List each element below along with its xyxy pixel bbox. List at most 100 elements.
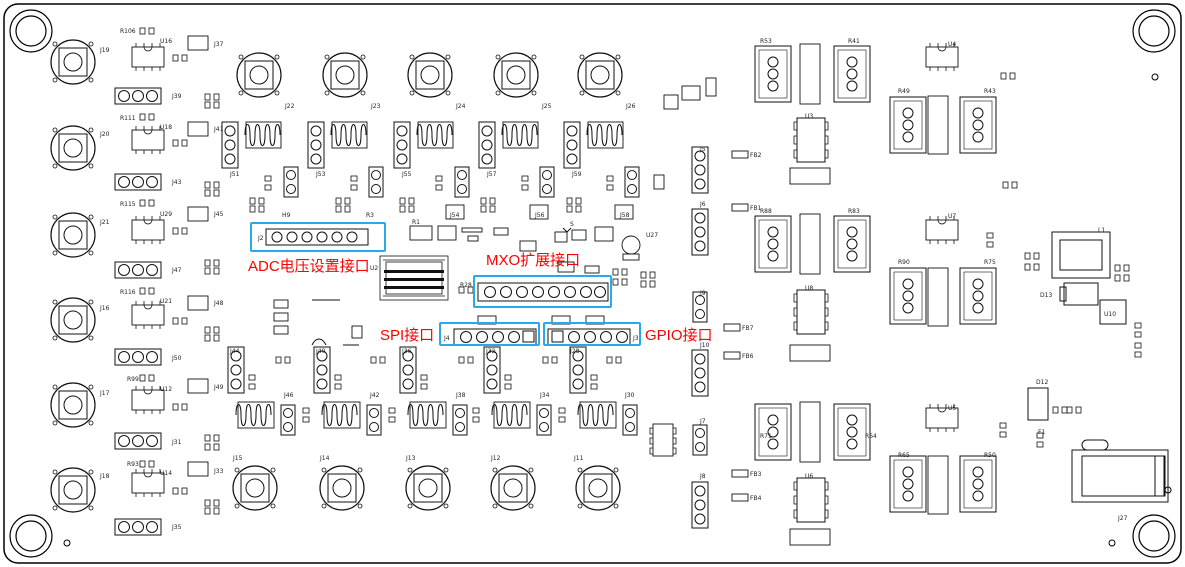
svg-text:J7: J7 bbox=[699, 418, 706, 425]
svg-text:J50: J50 bbox=[171, 355, 182, 362]
svg-text:J20: J20 bbox=[99, 131, 110, 138]
svg-text:J58: J58 bbox=[619, 212, 630, 219]
svg-text:R116: R116 bbox=[120, 289, 136, 296]
svg-text:R88: R88 bbox=[760, 208, 772, 215]
svg-text:U27: U27 bbox=[646, 232, 658, 239]
svg-text:U21: U21 bbox=[160, 298, 172, 305]
svg-text:J45: J45 bbox=[213, 211, 224, 218]
svg-text:J28: J28 bbox=[569, 348, 580, 355]
svg-text:U12: U12 bbox=[160, 386, 172, 393]
svg-text:J13: J13 bbox=[405, 455, 416, 462]
svg-text:J49: J49 bbox=[213, 384, 224, 391]
svg-text:R90: R90 bbox=[898, 259, 910, 266]
svg-text:J30: J30 bbox=[624, 392, 635, 399]
svg-text:U6: U6 bbox=[805, 473, 813, 480]
svg-text:J12: J12 bbox=[490, 455, 501, 462]
svg-text:J25: J25 bbox=[541, 103, 552, 110]
svg-text:J23: J23 bbox=[370, 103, 381, 110]
svg-text:H9: H9 bbox=[282, 212, 291, 219]
svg-text:J35: J35 bbox=[171, 524, 182, 531]
svg-text:J14: J14 bbox=[319, 455, 330, 462]
svg-text:J46: J46 bbox=[283, 392, 294, 399]
svg-text:J44: J44 bbox=[229, 348, 240, 355]
svg-text:U29: U29 bbox=[160, 211, 172, 218]
svg-text:J24: J24 bbox=[455, 103, 466, 110]
svg-text:U8: U8 bbox=[805, 285, 813, 292]
svg-text:R3: R3 bbox=[366, 212, 374, 219]
svg-text:R106: R106 bbox=[120, 28, 136, 35]
svg-text:J32: J32 bbox=[485, 348, 496, 355]
svg-text:J16: J16 bbox=[99, 305, 110, 312]
svg-text:U7: U7 bbox=[948, 213, 956, 220]
svg-text:J48: J48 bbox=[213, 300, 224, 307]
svg-text:R83: R83 bbox=[848, 208, 860, 215]
svg-text:L1: L1 bbox=[1098, 227, 1105, 234]
svg-text:J42: J42 bbox=[369, 392, 380, 399]
svg-text:D13: D13 bbox=[1040, 292, 1052, 299]
svg-text:J47: J47 bbox=[171, 267, 182, 274]
svg-text:R71: R71 bbox=[760, 433, 772, 440]
svg-text:U3: U3 bbox=[805, 113, 813, 120]
svg-text:U4: U4 bbox=[948, 41, 956, 48]
svg-text:J26: J26 bbox=[625, 103, 636, 110]
svg-text:J17: J17 bbox=[99, 390, 110, 397]
svg-text:S: S bbox=[570, 221, 574, 228]
svg-text:R28: R28 bbox=[460, 282, 472, 289]
svg-text:J11: J11 bbox=[573, 455, 584, 462]
svg-text:J19: J19 bbox=[99, 47, 110, 54]
svg-text:FB2: FB2 bbox=[750, 152, 762, 159]
svg-text:J38: J38 bbox=[455, 392, 466, 399]
svg-text:J22: J22 bbox=[284, 103, 295, 110]
svg-text:R99: R99 bbox=[127, 376, 139, 383]
svg-text:U16: U16 bbox=[160, 38, 172, 45]
svg-text:J5: J5 bbox=[699, 146, 706, 153]
svg-text:FB7: FB7 bbox=[742, 325, 754, 332]
svg-text:J54: J54 bbox=[449, 212, 460, 219]
svg-text:J2: J2 bbox=[257, 235, 264, 242]
svg-text:J43: J43 bbox=[171, 179, 182, 186]
svg-text:U14: U14 bbox=[160, 470, 172, 477]
svg-text:J27: J27 bbox=[1117, 515, 1128, 522]
svg-text:J15: J15 bbox=[232, 455, 243, 462]
svg-text:U18: U18 bbox=[160, 124, 172, 131]
svg-text:R50: R50 bbox=[984, 452, 996, 459]
svg-text:J56: J56 bbox=[534, 212, 545, 219]
svg-text:J33: J33 bbox=[213, 468, 224, 475]
svg-text:J9: J9 bbox=[699, 290, 706, 297]
svg-text:R49: R49 bbox=[898, 88, 910, 95]
svg-text:J37: J37 bbox=[213, 41, 224, 48]
svg-text:J4: J4 bbox=[443, 335, 450, 342]
svg-text:J51: J51 bbox=[229, 171, 240, 178]
gpio-interface-label: GPIO接口 bbox=[645, 327, 713, 344]
spi-interface-label: SPI接口 bbox=[380, 327, 435, 344]
svg-text:R93: R93 bbox=[127, 461, 139, 468]
svg-text:F1: F1 bbox=[1038, 429, 1045, 436]
gpio-header-highlight bbox=[543, 322, 641, 346]
svg-text:R64: R64 bbox=[865, 433, 877, 440]
svg-text:J18: J18 bbox=[99, 473, 110, 480]
svg-text:U5: U5 bbox=[948, 405, 956, 412]
svg-text:J10: J10 bbox=[699, 342, 710, 349]
svg-text:U2: U2 bbox=[370, 265, 378, 272]
svg-text:J59: J59 bbox=[571, 171, 582, 178]
svg-text:D12: D12 bbox=[1036, 379, 1048, 386]
svg-text:J41: J41 bbox=[213, 126, 224, 133]
svg-text:R43: R43 bbox=[984, 88, 996, 95]
svg-text:J39: J39 bbox=[171, 93, 182, 100]
svg-text:J3: J3 bbox=[632, 335, 639, 342]
svg-text:FB3: FB3 bbox=[750, 471, 762, 478]
svg-text:R75: R75 bbox=[984, 259, 996, 266]
spi-header-highlight bbox=[439, 322, 540, 346]
svg-text:FB6: FB6 bbox=[742, 353, 754, 360]
svg-text:FB4: FB4 bbox=[750, 495, 762, 502]
mxo-expansion-interface-label: MXO扩展接口 bbox=[486, 252, 581, 269]
svg-text:J55: J55 bbox=[401, 171, 412, 178]
adc-header-highlight bbox=[250, 222, 386, 252]
mxo-header-highlight bbox=[473, 275, 612, 308]
svg-text:R111: R111 bbox=[120, 115, 136, 122]
svg-text:J21: J21 bbox=[99, 219, 110, 226]
svg-text:R1: R1 bbox=[412, 219, 420, 226]
svg-text:U10: U10 bbox=[1104, 311, 1116, 318]
svg-text:J36: J36 bbox=[401, 348, 412, 355]
